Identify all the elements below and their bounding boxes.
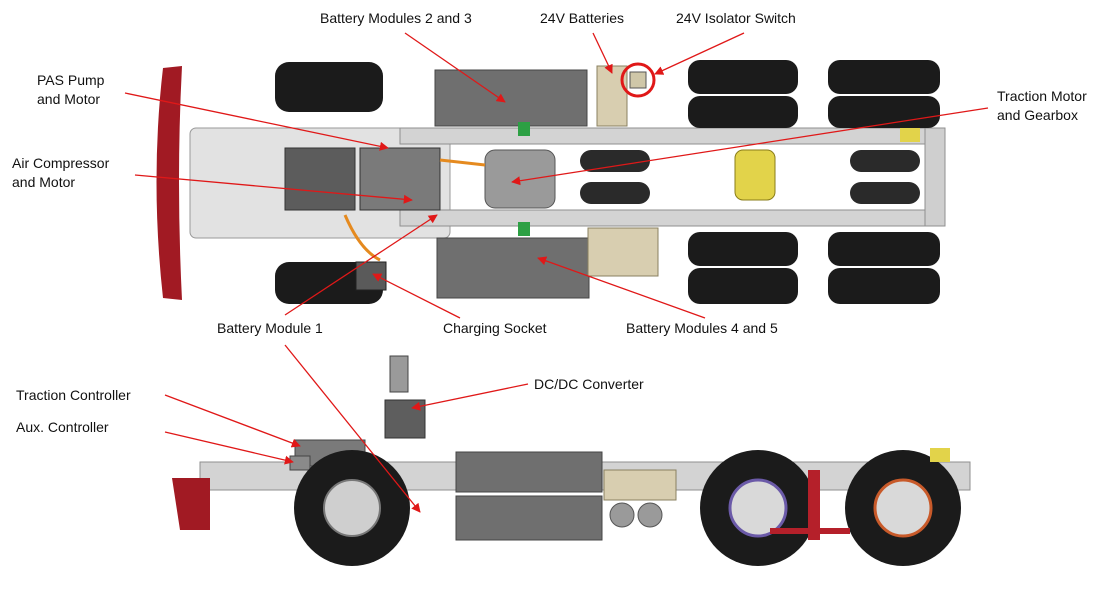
isolator-switch [629, 71, 647, 89]
chassis-crossmember [924, 127, 946, 227]
label-24v-isolator-switch: 24V Isolator Switch [676, 10, 796, 26]
side-24v-box [603, 469, 677, 501]
charging-socket [355, 261, 387, 291]
air-tank-2 [580, 182, 650, 204]
leader-battery-1-side [284, 344, 421, 513]
label-traction-motor-line2: and Gearbox [997, 107, 1078, 123]
side-yellow-tag [930, 448, 950, 462]
side-front-bumper [172, 478, 210, 530]
air-tank-1 [580, 150, 650, 172]
side-front-hub [323, 479, 381, 537]
side-battery-lower [455, 495, 603, 541]
leader-traction-motor [511, 107, 989, 186]
rear-axle2-tyre-c [828, 232, 940, 266]
aux-controller [289, 455, 311, 471]
leader-pas-pump [124, 92, 389, 151]
leader-24v-batteries [592, 32, 613, 74]
side-rear-hub-2 [873, 478, 933, 538]
battery-mount-green-2 [518, 222, 530, 236]
rear-axle1-tyre-b [688, 96, 798, 128]
rear-axle1-tyre-c [688, 232, 798, 266]
rear-axle2-tyre-b [828, 96, 940, 128]
leader-battery-2-3 [404, 32, 506, 103]
plan-view [156, 60, 946, 304]
rear-differential [734, 149, 776, 201]
leader-aux-controller [164, 431, 294, 465]
side-suspension-1 [808, 470, 820, 540]
rear-axle1-tyre-d [688, 268, 798, 304]
rear-axle2-tyre-d [828, 268, 940, 304]
leader-battery-4-5 [537, 256, 706, 319]
chassis-rail-upper [399, 127, 946, 145]
compressor-block [359, 147, 441, 211]
side-air-tank-2 [637, 502, 663, 528]
cream-box-lower [587, 227, 659, 277]
label-pas-pump-line1: PAS Pump [37, 72, 105, 88]
leader-charging-socket [372, 273, 461, 319]
dcdc-converter [384, 399, 426, 439]
leader-isolator [654, 32, 745, 75]
label-charging-socket: Charging Socket [443, 320, 547, 336]
battery-modules-2-3 [434, 69, 588, 127]
label-traction-controller: Traction Controller [16, 387, 131, 403]
battery-modules-4-5 [436, 237, 590, 299]
air-tank-4 [850, 182, 920, 204]
labels: Battery Modules 2 and 3 24V Batteries 24… [12, 10, 1087, 435]
side-air-tank-1 [609, 502, 635, 528]
label-traction-motor-line1: Traction Motor [997, 88, 1087, 104]
leader-air-compressor [134, 174, 413, 204]
isolator-switch-highlight [620, 62, 656, 98]
label-battery-module-1: Battery Module 1 [217, 320, 323, 336]
air-tank-3 [850, 150, 920, 172]
leader-dcdc [411, 383, 529, 411]
label-aux-controller: Aux. Controller [16, 419, 109, 435]
battery-mount-green-1 [518, 122, 530, 136]
chassis-rail-lower [399, 209, 946, 227]
side-rear-hub-1 [728, 478, 788, 538]
side-battery-upper [455, 451, 603, 493]
label-battery-modules-4-5: Battery Modules 4 and 5 [626, 320, 778, 336]
label-air-compressor-line2: and Motor [12, 174, 75, 190]
label-pas-pump-line2: and Motor [37, 91, 100, 107]
label-dcdc-converter: DC/DC Converter [534, 376, 644, 392]
label-24v-batteries: 24V Batteries [540, 10, 624, 26]
pas-pump-block [284, 147, 356, 211]
front-left-tyre [275, 62, 383, 112]
front-bumper [156, 66, 182, 300]
side-view [172, 355, 971, 566]
label-battery-modules-2-3: Battery Modules 2 and 3 [320, 10, 472, 26]
leader-lines [124, 32, 989, 513]
traction-motor [484, 149, 556, 209]
side-suspension-red-bar [770, 528, 850, 534]
leader-traction-controller [164, 394, 301, 448]
hv-cable-2 [439, 158, 486, 167]
leader-battery-1 [284, 214, 438, 316]
rear-axle1-tyre-a [688, 60, 798, 94]
yellow-tag [900, 128, 920, 142]
hv-cable [343, 214, 381, 262]
dcdc-stack [389, 355, 409, 393]
label-air-compressor-line1: Air Compressor [12, 155, 110, 171]
rear-axle2-tyre-a [828, 60, 940, 94]
